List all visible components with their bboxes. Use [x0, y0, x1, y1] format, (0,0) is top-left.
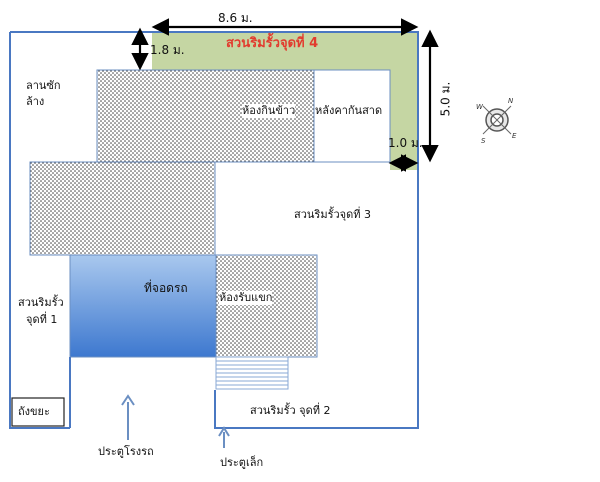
eave-label: หลังคากันสาด — [315, 104, 383, 118]
small-gate-label: ประตูเล็ก — [220, 456, 264, 469]
garden-1-label-1: สวนริมรั้ว — [18, 296, 64, 309]
compass-s: S — [481, 137, 486, 145]
bin-box — [11, 397, 65, 427]
parking-area — [69, 254, 217, 358]
compass-n: N — [508, 97, 514, 105]
dim-depth-label: 1.8 ม. — [150, 43, 185, 57]
garden-1-label-2: จุดที่ 1 — [26, 313, 58, 326]
laundry-label-2: ล้าง — [26, 95, 45, 108]
parking-label: ที่จอดรถ — [144, 281, 188, 295]
guest-room — [215, 254, 318, 358]
garden-4-area — [152, 32, 418, 170]
garden-2-label: สวนริมรั้ว จุดที่ 2 — [250, 404, 331, 417]
house-main — [29, 161, 216, 256]
garden-3-label: สวนริมรั้วจุดที่ 3 — [294, 208, 371, 221]
dim-top-label: 8.6 ม. — [218, 11, 253, 25]
laundry-label-1: ลานซัก — [26, 79, 61, 92]
dining-label: ห้องกินข้าว — [242, 104, 296, 118]
guest-label: ห้องรับแขก — [219, 291, 273, 305]
compass-e: E — [512, 132, 517, 140]
dim-small-label: 1.0 ม. — [388, 136, 423, 150]
bin-label: ถังขยะ — [18, 405, 50, 418]
main-gate-arrow — [121, 394, 135, 440]
small-gate-arrow — [218, 426, 230, 448]
main-gate-label: ประตูโรงรถ — [98, 445, 154, 458]
compass-w: W — [476, 103, 484, 111]
compass-icon: N W S E — [476, 97, 517, 145]
entrance-steps — [215, 356, 289, 390]
dim-right-label: 5.0 ม. — [438, 81, 453, 117]
garden-4-label: สวนริมรั้วจุดที่ 4 — [226, 36, 319, 51]
